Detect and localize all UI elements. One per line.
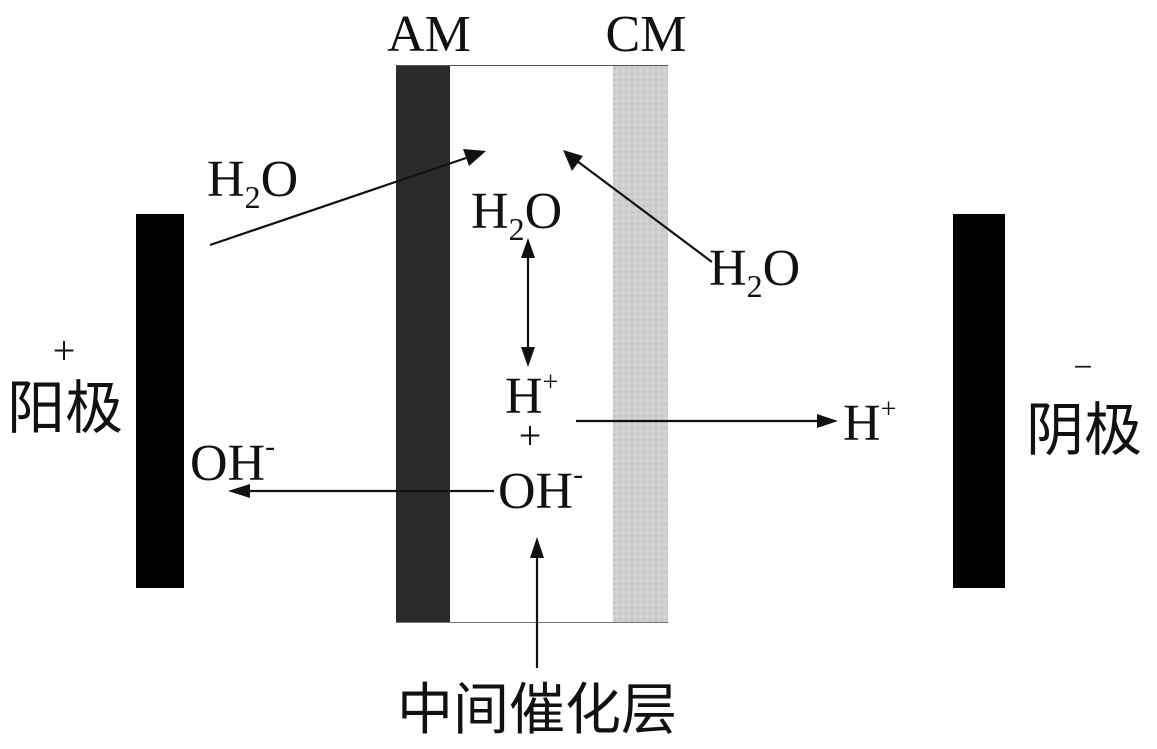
hydroxide-label-center: OH- [498,458,583,520]
water-label-right: H2O [709,240,800,304]
cathode-label: 阴极 [1026,396,1142,464]
anion-exchange-membrane [396,66,450,622]
proton-label-right: H+ [843,394,896,452]
anode-electrode [136,214,184,588]
cathode-electrode [953,214,1005,588]
water-arrow-left [209,156,467,247]
plus-sign-center: + [519,413,542,458]
water-label-center: H2O [471,183,562,247]
water-arrow-right [576,160,713,263]
dissociation-arrow-top-head [521,238,535,258]
cm-label: CM [606,6,687,63]
proton-label-center: H+ [505,367,558,425]
anode-sign: + [53,328,76,373]
water-label-left: H2O [207,151,298,215]
anode-label: 阳极 [7,374,123,442]
hydroxide-arrow-left-head [228,484,250,498]
catalyst-layer-label: 中间催化层 [397,678,677,743]
cathode-sign: − [1073,349,1092,386]
catalyst-pointer-arrow-head [530,537,544,558]
am-label: AM [387,6,471,63]
cation-exchange-membrane [613,66,668,622]
hydroxide-label-left: OH- [190,430,275,492]
water-arrow-right-head [563,150,583,171]
middle-catalyst-layer [450,66,613,622]
dissociation-arrow-bottom-head [521,347,535,367]
water-arrow-left-head [463,149,486,166]
proton-arrow-right-head [817,414,838,428]
